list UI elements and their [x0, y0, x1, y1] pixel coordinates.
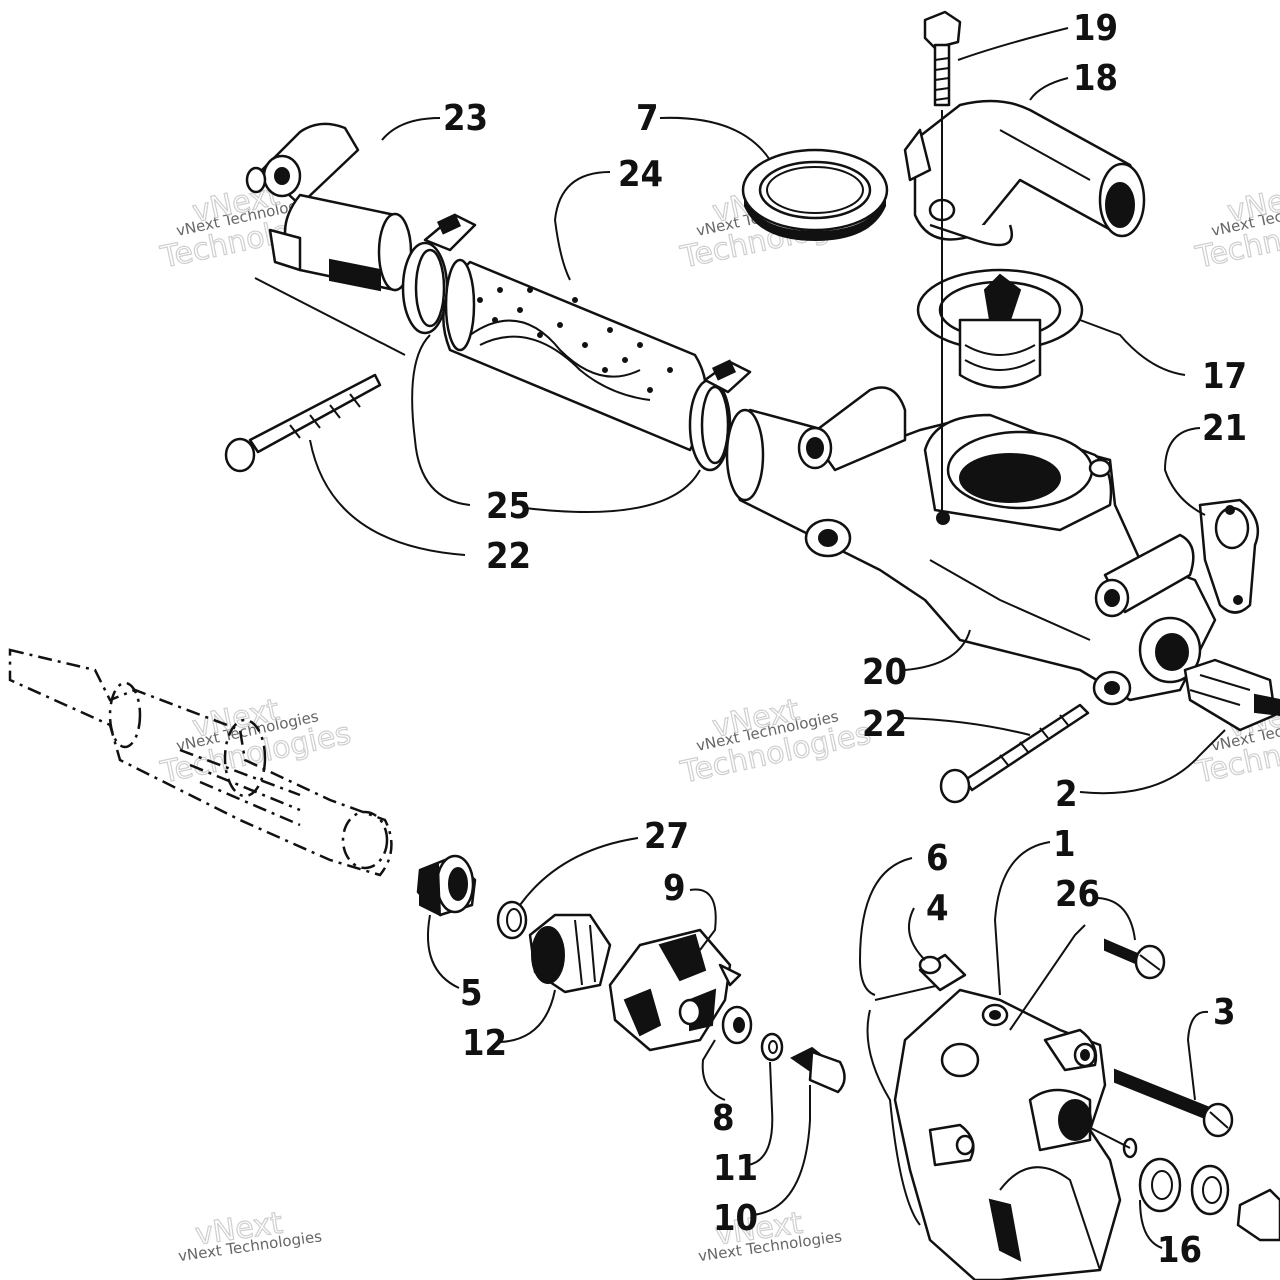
callout-16: 16	[1157, 1230, 1202, 1271]
callout-2: 2	[1055, 774, 1078, 815]
part-16-washer	[1122, 1137, 1280, 1242]
part-19-bolt	[923, 10, 962, 107]
part-22-bolt-lower	[939, 703, 1090, 804]
callout-25: 25	[486, 486, 531, 527]
part-20-thermostat-housing	[725, 386, 1217, 706]
callout-11: 11	[713, 1148, 758, 1189]
part-2-sender	[1183, 658, 1280, 732]
part-8-washer	[721, 1005, 753, 1045]
callout-27: 27	[644, 816, 689, 857]
part-3-screw	[1114, 1068, 1234, 1138]
hose-clamp-left	[401, 213, 477, 335]
callout-19: 19	[1073, 8, 1118, 49]
part-6-o-ring	[866, 984, 941, 1226]
callout-26: 26	[1055, 874, 1100, 915]
watermark: vNext Technologies vNext Technologies	[157, 692, 355, 791]
callout-9: 9	[663, 868, 686, 909]
part-17-thermostat	[916, 268, 1084, 389]
part-9-impeller	[608, 928, 742, 1052]
callout-1: 1	[1053, 824, 1076, 865]
callout-23: 23	[443, 98, 488, 139]
callout-21: 21	[1202, 408, 1247, 449]
callout-4: 4	[926, 888, 949, 929]
watermark: vNext Technologies vNext Technologies	[677, 692, 875, 791]
part-5-bearing	[416, 854, 477, 917]
part-10-bolt	[790, 1046, 846, 1094]
hose-texture	[477, 287, 673, 393]
hose-clamp-right	[688, 359, 752, 472]
callout-10: 10	[713, 1198, 758, 1239]
part-21-gasket	[1198, 498, 1260, 614]
callout-labels: 19 18 23 7 24 17 21 25 22 20 22 2 27 1 6…	[443, 8, 1247, 1271]
callout-8: 8	[712, 1098, 735, 1139]
part-26-screw	[1104, 938, 1166, 980]
leader-bracket	[254, 277, 406, 356]
part-1-pump-cover	[893, 988, 1122, 1280]
leader-lines	[309, 27, 1226, 1249]
part-11-lock-washer	[760, 1032, 784, 1062]
callout-7: 7	[636, 98, 659, 139]
part-24-hose	[442, 258, 708, 452]
callout-18: 18	[1073, 58, 1118, 99]
part-27-snap-ring	[496, 900, 528, 940]
callout-22-lower: 22	[862, 704, 907, 745]
callout-17: 17	[1202, 356, 1247, 397]
watermark: vNext Technologies vNext Technologies	[1192, 177, 1280, 276]
crankshaft-phantom	[8, 648, 393, 877]
part-12-seal	[528, 913, 612, 994]
callout-6: 6	[926, 838, 949, 879]
part-4-dowel	[918, 953, 967, 992]
watermark: vNext Technologies vNext	[177, 1205, 323, 1265]
part-23-outlet-fitting	[245, 122, 413, 292]
callout-22-upper: 22	[486, 536, 531, 577]
part-18-elbow	[903, 99, 1146, 247]
part-22-bolt-upper	[224, 373, 382, 473]
callout-24: 24	[618, 154, 663, 195]
part-7-seal	[741, 148, 889, 242]
callout-20: 20	[862, 652, 907, 693]
callout-12: 12	[462, 1023, 507, 1064]
callout-5: 5	[460, 973, 483, 1014]
callout-3: 3	[1213, 992, 1236, 1033]
